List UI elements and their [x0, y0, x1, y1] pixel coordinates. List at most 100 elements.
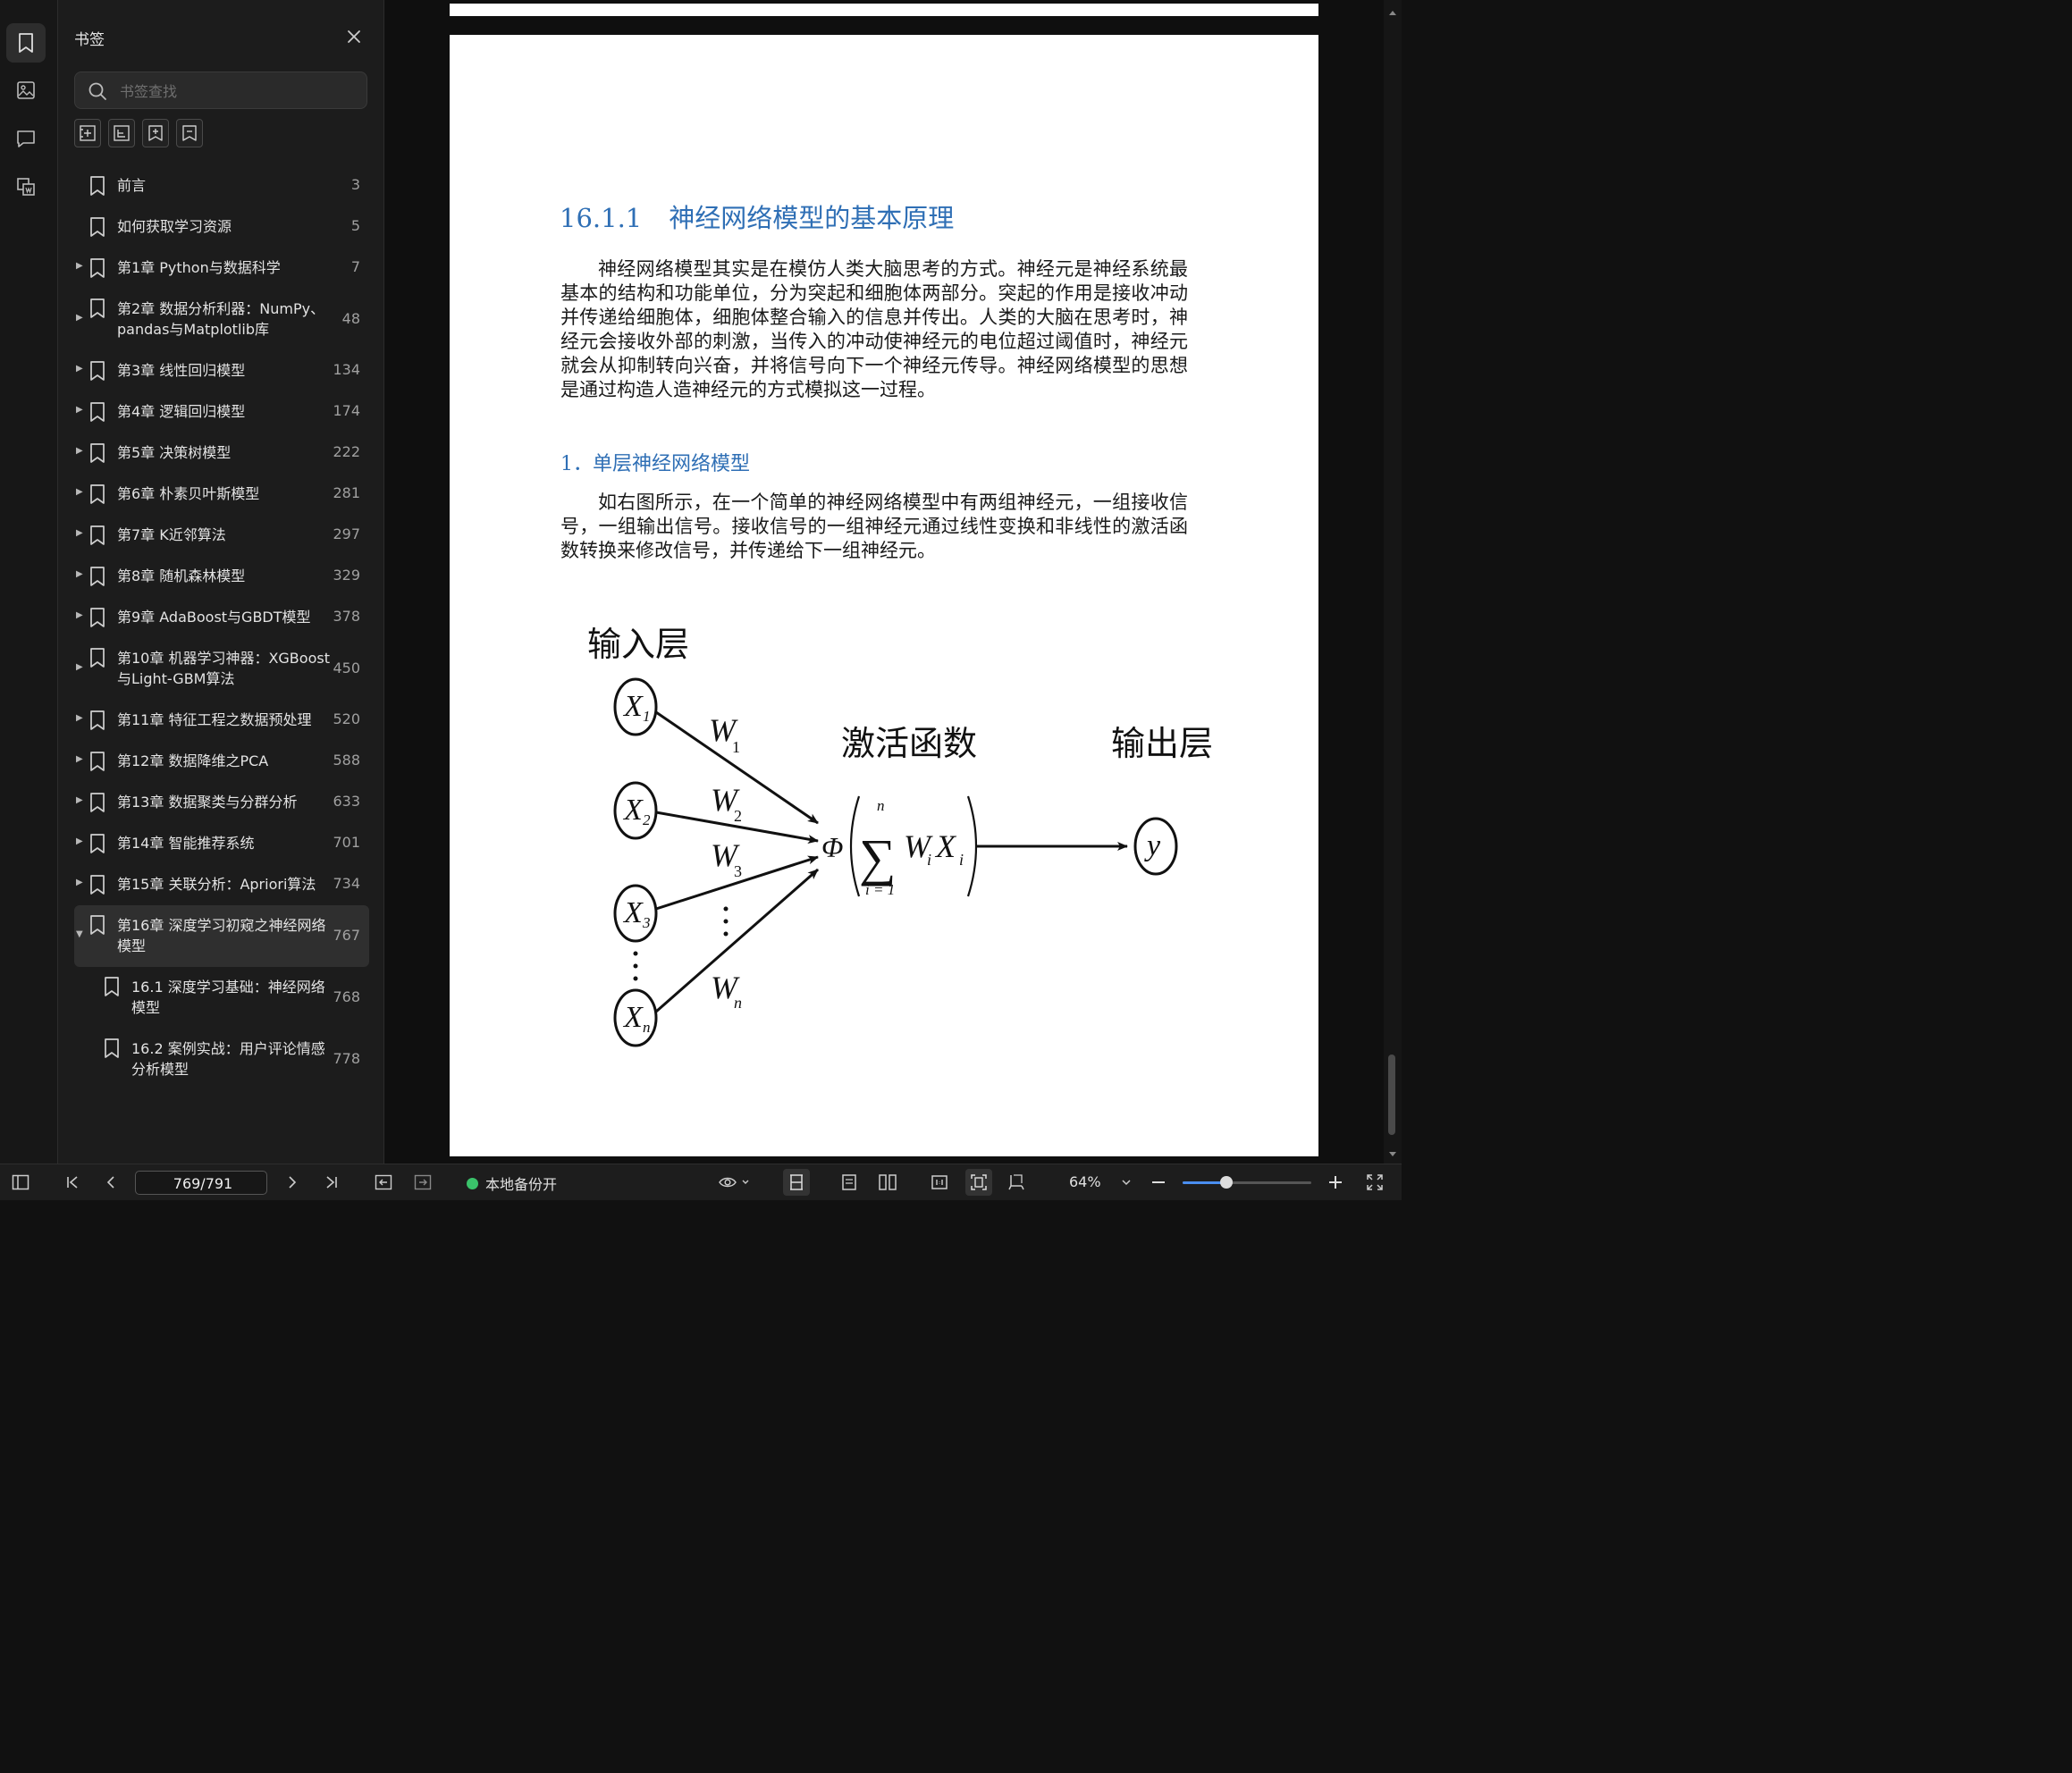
weight-label-2: W 2 [711, 782, 742, 825]
bookmark-panel-button[interactable] [6, 23, 46, 63]
next-page-button[interactable] [282, 1172, 302, 1192]
page-layout-icon [1008, 1174, 1024, 1190]
backup-status-text: 本地备份开 [485, 1176, 558, 1193]
page-number-input[interactable] [136, 1172, 270, 1196]
thumbnail-panel-button[interactable] [6, 71, 46, 110]
expand-arrow-icon[interactable]: ▶ [76, 487, 83, 497]
remove-bookmark-button[interactable] [176, 119, 203, 147]
expand-arrow-icon[interactable]: ▶ [76, 754, 83, 764]
expand-arrow-icon[interactable]: ▶ [76, 713, 83, 723]
double-page-button[interactable] [878, 1172, 897, 1192]
expand-arrow-icon[interactable]: ▶ [76, 405, 83, 415]
zoom-dropdown-button[interactable] [1116, 1172, 1136, 1192]
expand-arrow-icon[interactable]: ▶ [76, 836, 83, 846]
expand-arrow-icon[interactable]: ▶ [76, 528, 83, 538]
rotate-view-button[interactable] [1007, 1172, 1026, 1192]
bookmark-page-number: 701 [333, 834, 360, 851]
add-child-bookmark-button[interactable] [108, 119, 135, 147]
fit-width-button[interactable] [783, 1169, 810, 1196]
zoom-slider[interactable] [1183, 1176, 1311, 1189]
bookmark-icon [19, 33, 33, 53]
bookmark-label: 第15章 关联分析：Apriori算法 [117, 876, 316, 893]
scroll-up-icon[interactable] [1384, 7, 1402, 20]
expand-arrow-icon[interactable]: ▶ [76, 261, 83, 271]
expand-arrow-icon[interactable]: ▶ [76, 364, 83, 374]
single-page-button[interactable] [839, 1172, 859, 1192]
close-sidebar-button[interactable] [344, 27, 364, 46]
bookmark-icon [90, 648, 105, 668]
attachment-panel-button[interactable] [6, 167, 46, 206]
expand-arrow-icon[interactable]: ▶ [76, 661, 83, 672]
last-page-button[interactable] [322, 1172, 341, 1192]
local-backup-status[interactable]: 本地备份开 [467, 1172, 557, 1194]
import-bookmark-button[interactable] [142, 119, 169, 147]
zoom-level[interactable]: 64% [1069, 1173, 1101, 1190]
bookmark-label: 第10章 机器学习神器：XGBoost与Light-GBM算法 [117, 650, 330, 687]
expand-arrow-icon[interactable]: ▶ [76, 610, 83, 620]
vertical-scrollbar[interactable] [1384, 0, 1402, 1164]
bookmark-search-box [74, 71, 367, 110]
collapse-arrow-icon[interactable]: ▼ [76, 929, 83, 939]
paragraph-intro: 神经网络模型其实是在模仿人类大脑思考的方式。神经元是神经系统最基本的结构和功能单… [560, 258, 1188, 400]
go-forward-button[interactable] [413, 1172, 433, 1192]
expand-arrow-icon[interactable]: ▶ [76, 878, 83, 887]
bookmark-page-number: 450 [333, 659, 360, 676]
bookmark-icon [90, 875, 105, 895]
previous-page-button[interactable] [101, 1172, 121, 1192]
expand-arrow-icon[interactable]: ▶ [76, 795, 83, 805]
scroll-down-icon[interactable] [1384, 1147, 1402, 1160]
input-layer-label: 输入层 [587, 625, 689, 664]
zoom-slider-knob[interactable] [1219, 1176, 1233, 1189]
svg-text:Φ: Φ [821, 831, 843, 863]
bookmark-plus-icon [148, 125, 163, 141]
zoom-out-button[interactable] [1149, 1172, 1168, 1192]
scrollbar-thumb[interactable] [1388, 1055, 1395, 1135]
expand-arrow-icon[interactable]: ▶ [76, 446, 83, 456]
expand-arrow-icon[interactable]: ▶ [76, 569, 83, 579]
bookmark-page-number: 48 [341, 309, 360, 327]
svg-text:W: W [904, 828, 933, 864]
fit-width-icon [790, 1174, 803, 1190]
zoom-in-button[interactable] [1326, 1172, 1345, 1192]
first-page-button[interactable] [63, 1172, 82, 1192]
expand-arrow-icon[interactable]: ▶ [76, 312, 83, 323]
status-toolbar: 本地备份开 64% [0, 1164, 1402, 1200]
subsection-heading: 1．单层神经网络模型 [560, 453, 750, 475]
fullscreen-button[interactable] [1365, 1172, 1385, 1192]
add-bookmark-button[interactable] [74, 119, 101, 147]
bookmark-page-number: 768 [333, 987, 360, 1005]
eye-mode-dropdown[interactable] [718, 1172, 754, 1192]
single-page-icon [842, 1174, 856, 1190]
actual-size-button[interactable] [930, 1172, 949, 1192]
weight-edge-2 [655, 811, 819, 844]
fit-page-button[interactable] [965, 1169, 992, 1196]
toggle-sidebar-button[interactable] [11, 1172, 30, 1192]
go-back-button[interactable] [374, 1172, 393, 1192]
image-icon [17, 81, 35, 99]
bookmark-icon [90, 443, 105, 463]
comment-panel-button[interactable] [6, 119, 46, 158]
bookmark-icon [90, 484, 105, 504]
bookmark-search-input[interactable] [118, 72, 363, 110]
